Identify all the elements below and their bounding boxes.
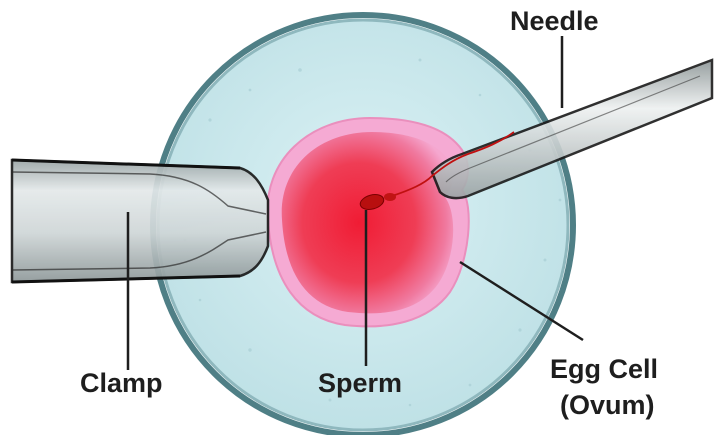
egg-cell-label: Egg Cell bbox=[550, 354, 658, 384]
clamp-label: Clamp bbox=[80, 368, 163, 398]
egg-cell bbox=[267, 118, 468, 326]
clamp-pipette bbox=[12, 160, 268, 282]
ovum-label: (Ovum) bbox=[560, 390, 655, 420]
needle-label: Needle bbox=[510, 6, 599, 36]
sperm-label: Sperm bbox=[318, 368, 402, 398]
